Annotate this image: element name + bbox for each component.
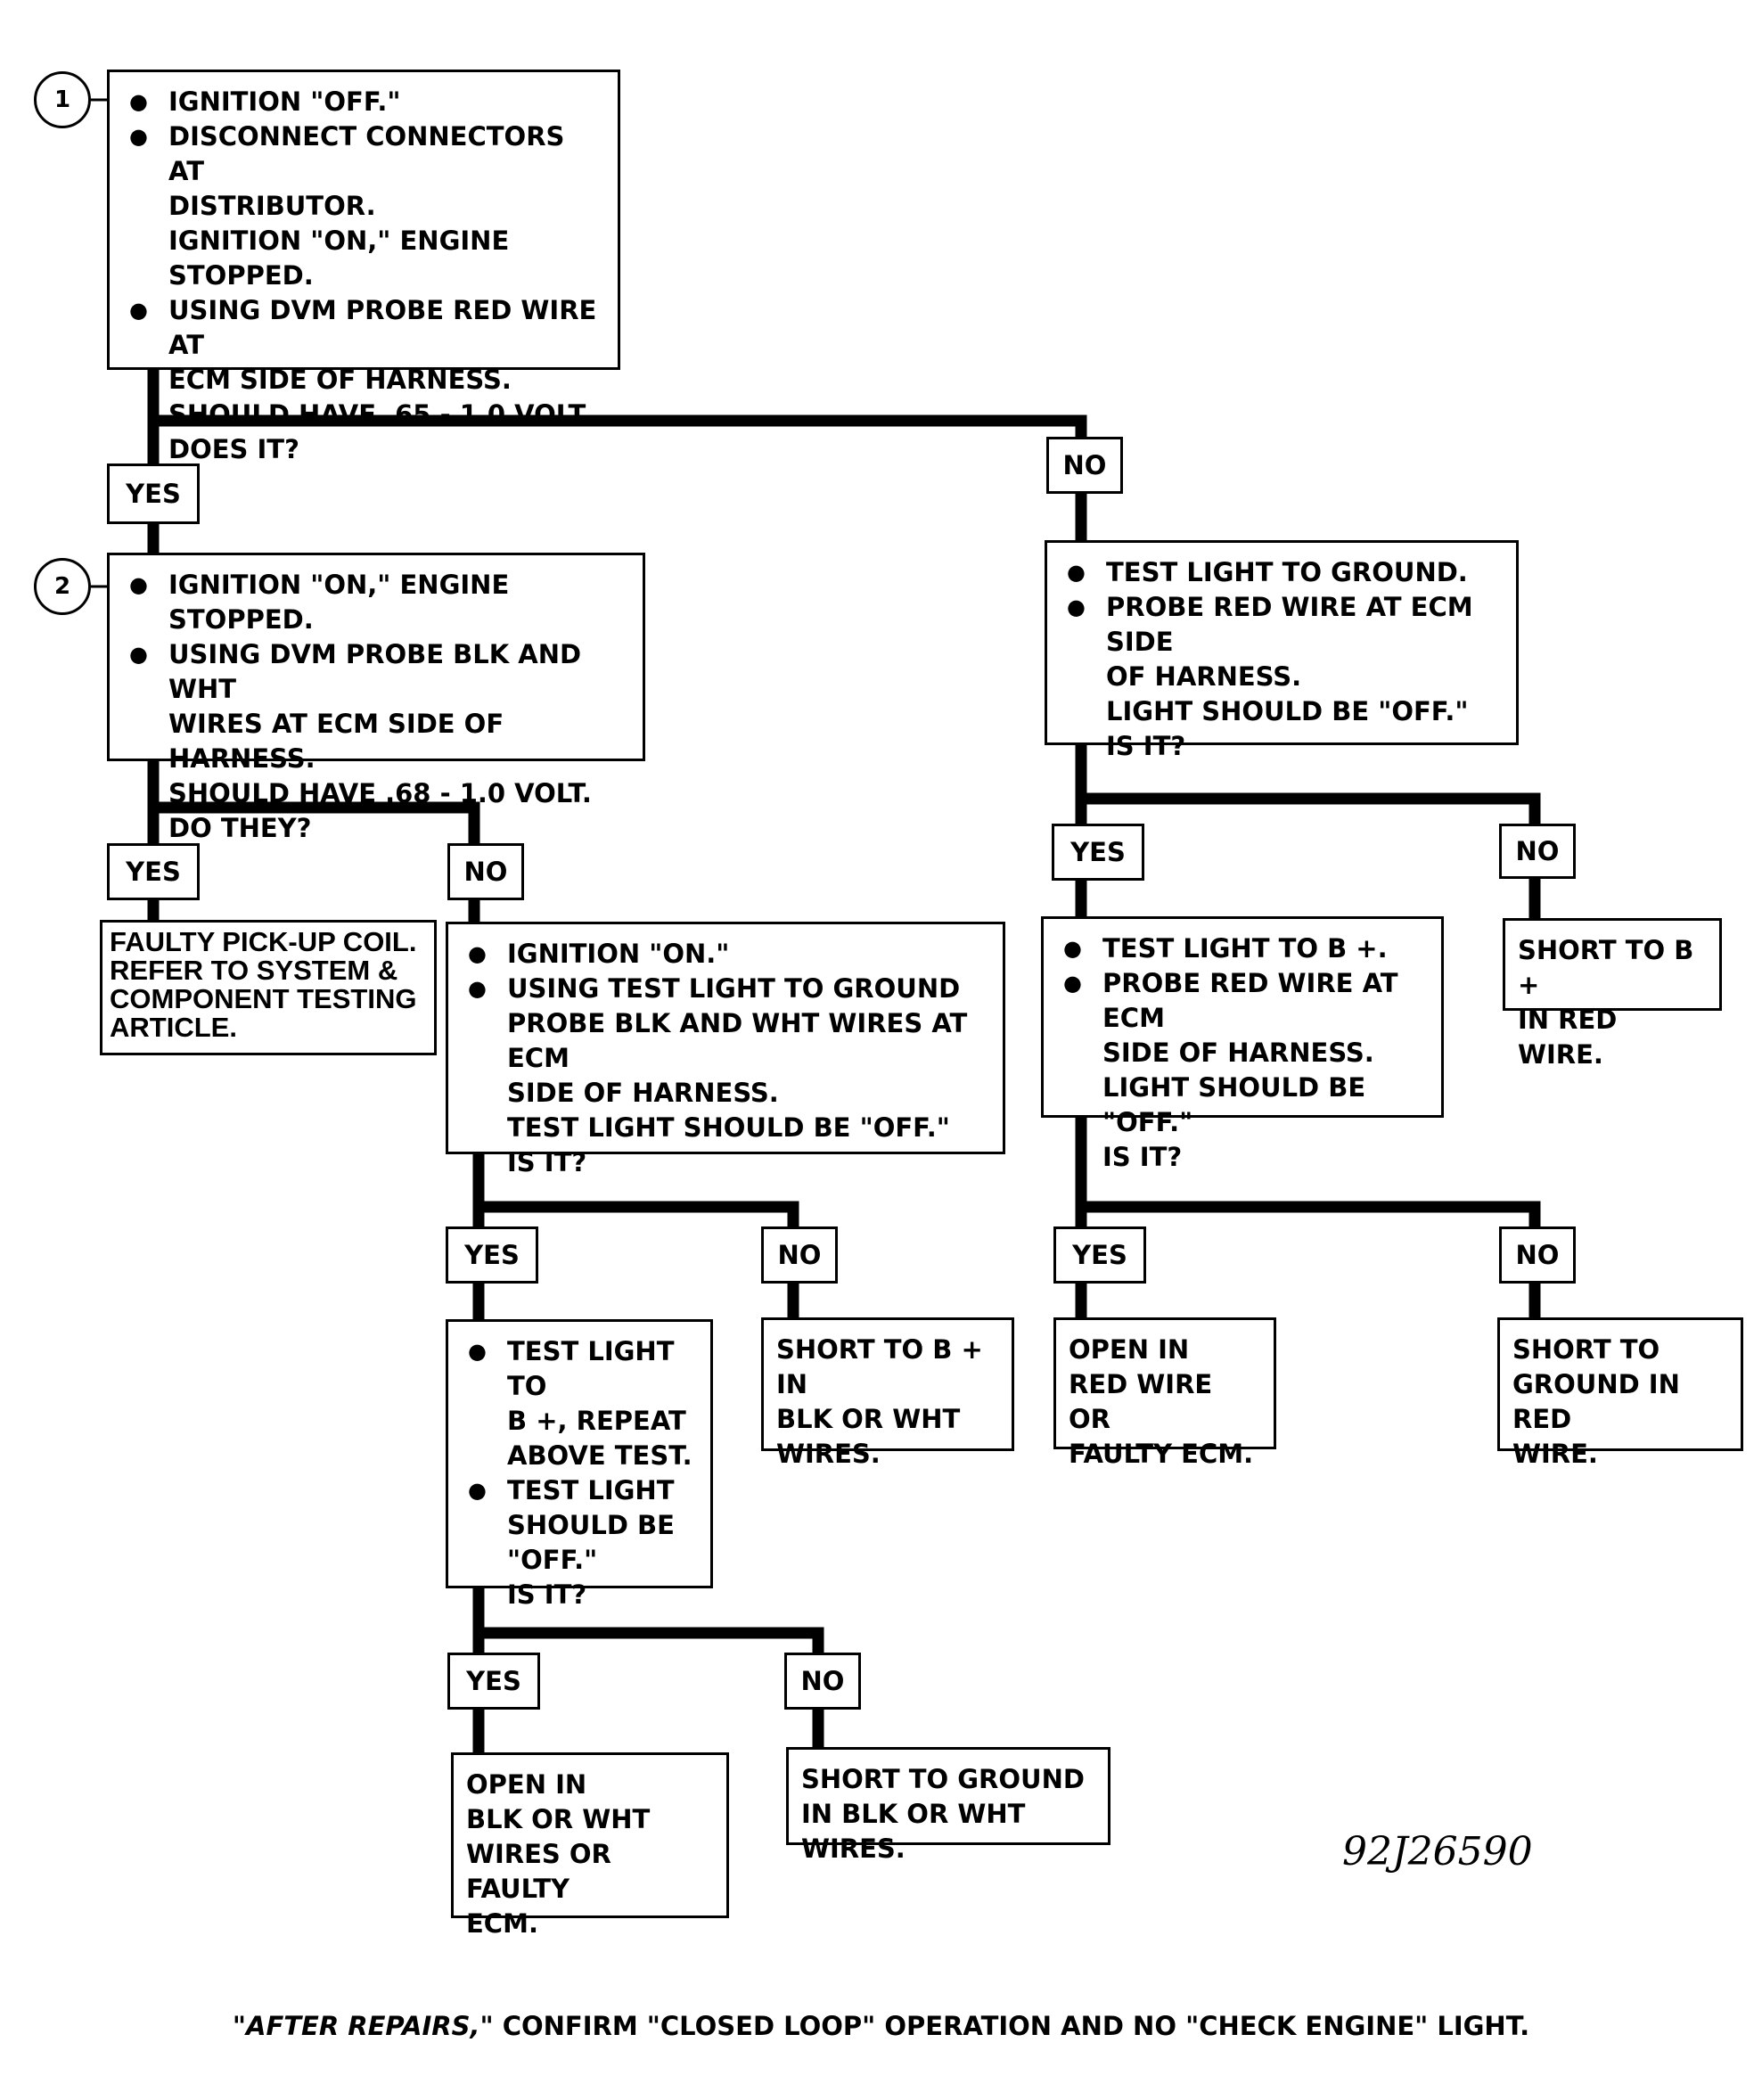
step-1-circle: 1 [34, 71, 91, 128]
text-line: B +, REPEAT [507, 1406, 686, 1436]
label-yes-2: YES [107, 843, 200, 900]
result-short-b-plus-red: SHORT TO B + IN RED WIRE. [1503, 918, 1722, 1070]
label-yes-1: YES [107, 463, 200, 524]
bullet-item: USING DVM PROBE BLK AND WHT [127, 637, 630, 707]
test-light-b-plus-box: TEST LIGHT TO B +, REPEAT ABOVE TEST. TE… [446, 1319, 713, 1610]
figure-number: 92J26590 [1342, 1829, 1533, 1874]
label-no-1: NO [1046, 437, 1123, 494]
label-no-6: NO [1499, 1226, 1576, 1284]
footer-note: "AFTER REPAIRS," CONFIRM "CLOSED LOOP" O… [0, 2011, 1762, 2041]
text-line: REFER TO SYSTEM & [110, 955, 398, 986]
text-line: BLK OR WHT [466, 1804, 651, 1834]
text-line: ABOVE TEST. [507, 1440, 693, 1471]
text-line: GROUND IN RED [1512, 1369, 1680, 1434]
text-line: PROBE BLK AND WHT WIRES AT ECM [507, 1008, 968, 1073]
step-number: 2 [53, 573, 71, 600]
text-line: ARTICLE. [110, 1012, 237, 1043]
text-line: IS IT? [507, 1147, 587, 1177]
text-line: WIRE. [1512, 1439, 1598, 1469]
text-line: SIDE OF HARNESS. [507, 1078, 779, 1108]
text-line: FAULTY ECM. [1069, 1439, 1254, 1469]
text-line: "OFF." [507, 1545, 598, 1575]
text-line: OF HARNESS. [1106, 661, 1302, 692]
bullet-item: USING DVM PROBE RED WIRE AT [127, 293, 605, 363]
label-no-2: NO [447, 843, 524, 900]
bullet-item: PROBE RED WIRE AT ECM SIDE [1065, 590, 1504, 660]
bullet-item: DISCONNECT CONNECTORS AT [127, 119, 605, 189]
result-short-b-plus-blk-wht: SHORT TO B + IN BLK OR WHT WIRES. [761, 1317, 1014, 1469]
step-number: 1 [53, 86, 71, 113]
text-line: SHORT TO B + [1518, 935, 1694, 1000]
bullet-item: IGNITION "OFF." [127, 85, 605, 119]
text-line: TEST LIGHT SHOULD BE "OFF." [507, 1112, 950, 1143]
test-light-b-plus-red-box: TEST LIGHT TO B +. PROBE RED WIRE AT ECM… [1041, 916, 1444, 1172]
text-line: BLK OR WHT [776, 1404, 961, 1434]
text-line: WIRES. [776, 1439, 881, 1469]
step-2-circle: 2 [34, 558, 91, 615]
text-line: ECM. [466, 1908, 538, 1939]
connector-5-no [1081, 792, 1541, 824]
connector-6-no [1081, 1201, 1541, 1230]
text-line: WIRES AT ECM SIDE OF HARNESS. [168, 709, 504, 774]
text-line: OPEN IN [1069, 1334, 1190, 1365]
bullet-item: TEST LIGHT [466, 1473, 698, 1508]
text-line: SHOULD BE [507, 1510, 675, 1540]
result-faulty-pickup-coil: FAULTY PICK-UP COIL. REFER TO SYSTEM & C… [100, 920, 437, 1055]
result-open-red: OPEN IN RED WIRE OR FAULTY ECM. [1053, 1317, 1276, 1469]
text-line: DO THEY? [168, 813, 312, 843]
label-no-4: NO [784, 1653, 861, 1710]
text-line: LIGHT SHOULD BE "OFF." [1106, 696, 1469, 726]
label-no-3: NO [761, 1226, 838, 1284]
text-line: IS IT? [1106, 731, 1186, 761]
bullet-item: IGNITION "ON," ENGINE STOPPED. [127, 568, 630, 637]
text-line: WIRES OR FAULTY [466, 1839, 611, 1904]
text-line: FAULTY PICK-UP COIL. [110, 926, 417, 957]
text-line: SHORT TO [1512, 1334, 1660, 1365]
text-line: IN RED WIRE. [1518, 1005, 1618, 1070]
bullet-item: PROBE RED WIRE AT ECM [1061, 966, 1429, 1036]
text-line: DISTRIBUTOR. [168, 191, 376, 221]
text-line: ECM SIDE OF HARNESS. [168, 365, 512, 395]
bullet-item: IGNITION "ON." [466, 937, 990, 972]
text-line: IS IT? [1102, 1142, 1183, 1172]
text-line: SHOULD HAVE .68 - 1.0 VOLT. [168, 778, 592, 808]
footer-text: CONFIRM "CLOSED LOOP" OPERATION AND NO "… [493, 2011, 1530, 2041]
label-no-5: NO [1499, 824, 1576, 879]
bullet-item: USING TEST LIGHT TO GROUND [466, 972, 990, 1006]
step-2-box: IGNITION "ON," ENGINE STOPPED. USING DVM… [107, 553, 645, 843]
connector-4-no [479, 1627, 824, 1656]
text-line: IS IT? [507, 1579, 587, 1610]
label-yes-5: YES [1052, 824, 1144, 881]
text-line: SHORT TO B + IN [776, 1334, 983, 1399]
text-line: LIGHT SHOULD BE "OFF." [1102, 1072, 1366, 1137]
label-yes-6: YES [1053, 1226, 1146, 1284]
result-short-ground-blk-wht: SHORT TO GROUND IN BLK OR WHT WIRES. [786, 1747, 1110, 1864]
bullet-item: TEST LIGHT TO B +. [1061, 931, 1429, 966]
text-line: IGNITION "ON," ENGINE STOPPED. [168, 226, 510, 291]
connector-3-no [479, 1201, 799, 1230]
bullet-item: TEST LIGHT TO [466, 1334, 698, 1404]
footer-emphasis: "AFTER REPAIRS," [232, 2011, 494, 2041]
text-line: DOES IT? [168, 434, 299, 464]
result-open-blk-wht: OPEN IN BLK OR WHT WIRES OR FAULTY ECM. [451, 1752, 729, 1939]
label-yes-3: YES [446, 1226, 538, 1284]
text-line: SHORT TO GROUND [801, 1764, 1085, 1794]
text-line: SIDE OF HARNESS. [1102, 1038, 1374, 1068]
connector-1-no [153, 414, 1087, 437]
step-1-box: IGNITION "OFF." DISCONNECT CONNECTORS AT… [107, 70, 620, 464]
text-line: IN BLK OR WHT WIRES. [801, 1799, 1026, 1864]
test-light-ground-box: IGNITION "ON." USING TEST LIGHT TO GROUN… [446, 922, 1005, 1177]
text-line: OPEN IN [466, 1769, 587, 1800]
connector-2-no [153, 801, 480, 847]
text-line: SHOULD HAVE .65 - 1.0 VOLT. [168, 399, 592, 430]
result-short-ground-red: SHORT TO GROUND IN RED WIRE. [1497, 1317, 1743, 1469]
bullet-item: TEST LIGHT TO GROUND. [1065, 555, 1504, 590]
label-yes-4: YES [447, 1653, 540, 1710]
text-line: RED WIRE OR [1069, 1369, 1213, 1434]
text-line: COMPONENT TESTING [110, 983, 417, 1014]
test-light-ground-red-box: TEST LIGHT TO GROUND. PROBE RED WIRE AT … [1045, 540, 1519, 761]
